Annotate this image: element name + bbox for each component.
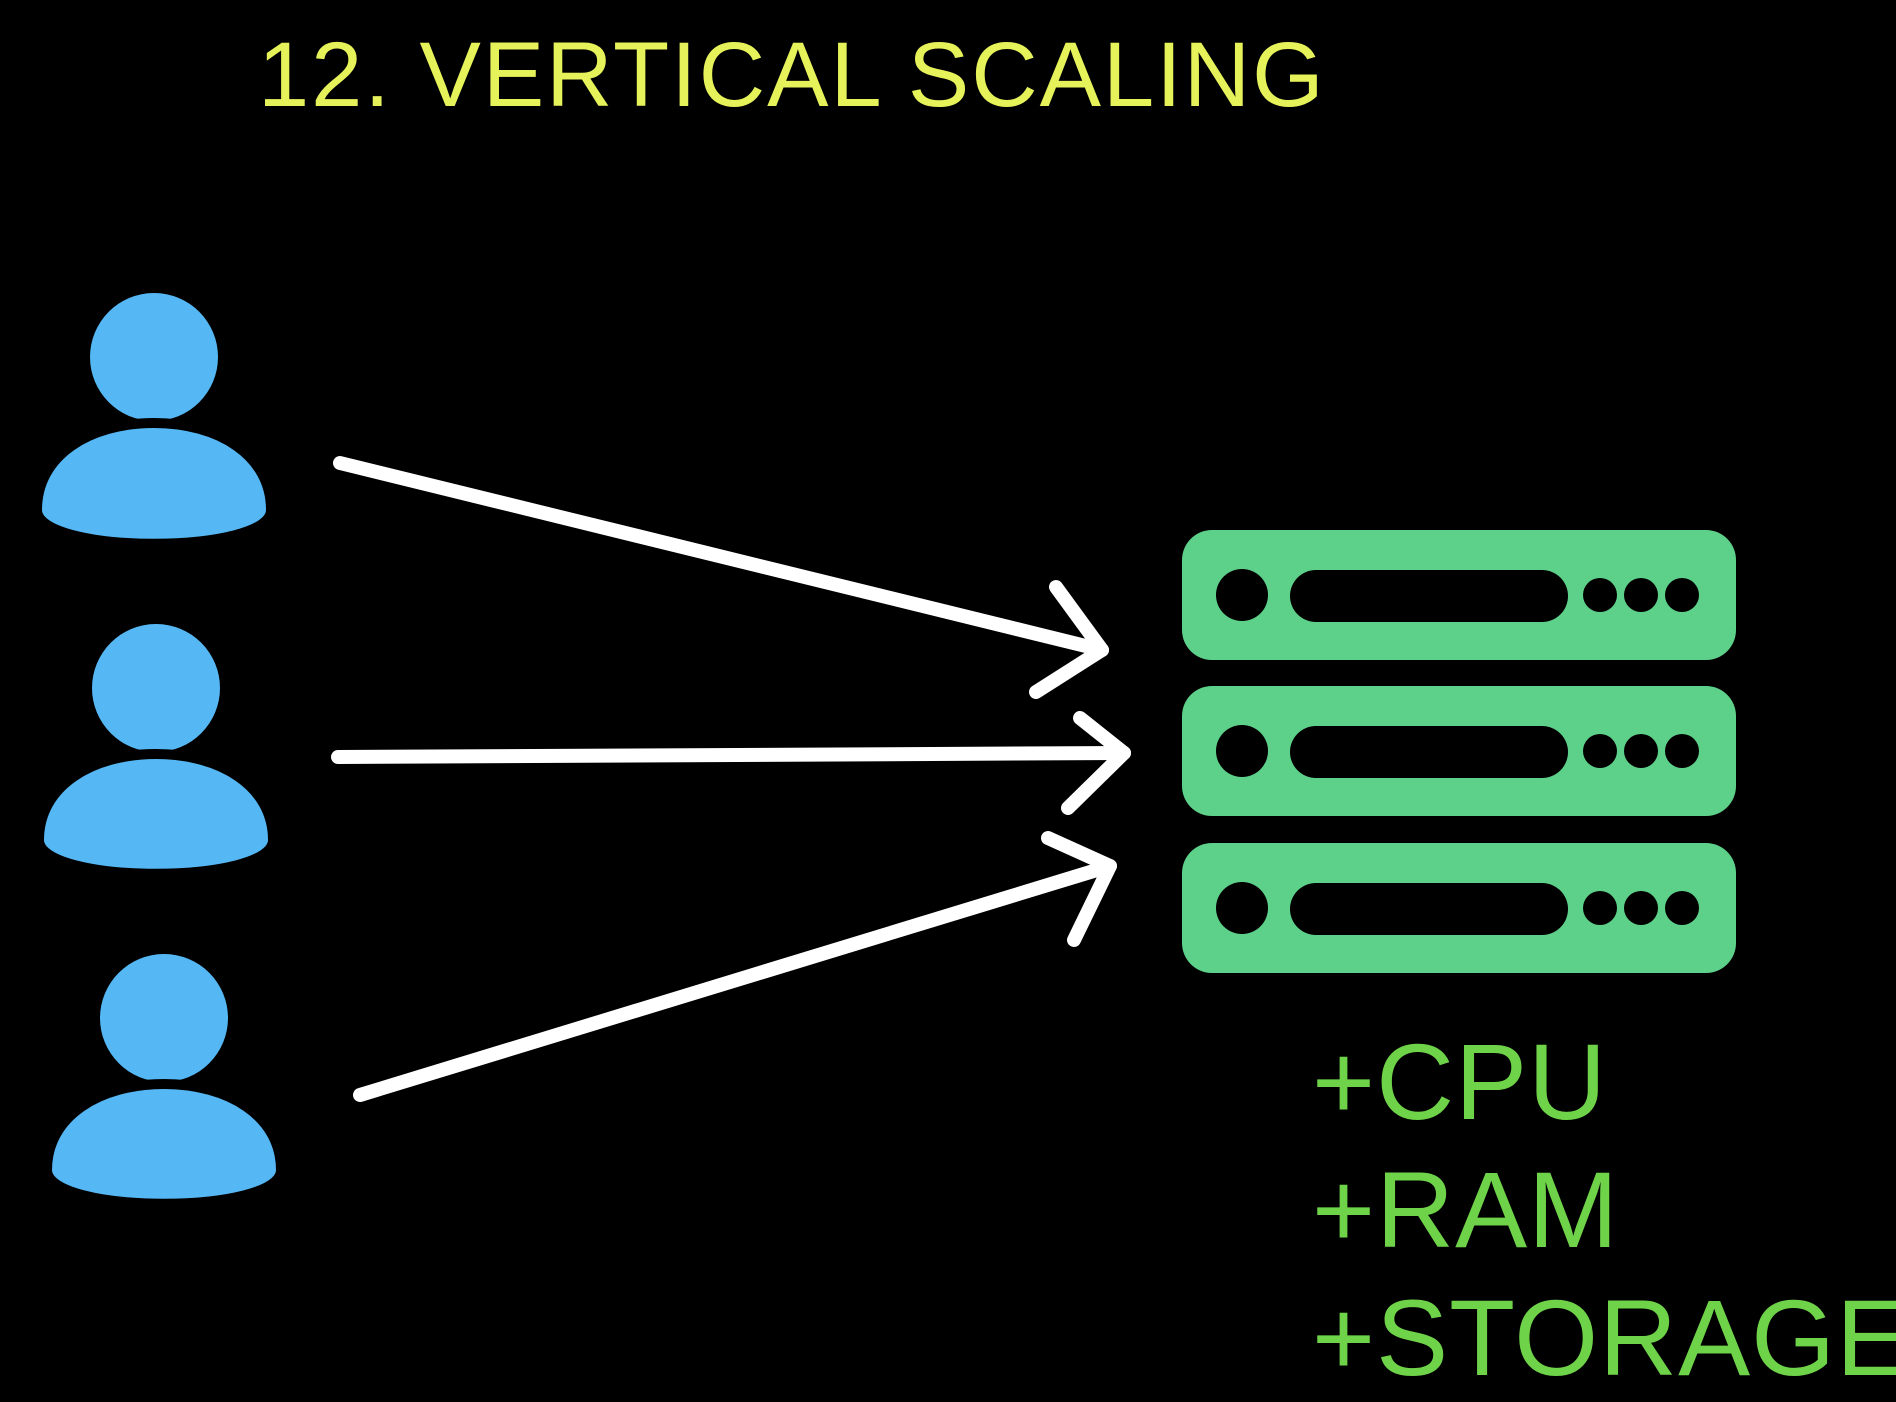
spec-list: +CPU +RAM +STORAGE	[1312, 1018, 1896, 1402]
spec-cpu: +CPU	[1312, 1021, 1608, 1142]
page-title: 12. VERTICAL SCALING	[258, 24, 1326, 126]
user-icon	[41, 954, 287, 1209]
server-rack-icon	[1182, 530, 1736, 973]
user-icon	[33, 624, 279, 879]
arrow-icon	[333, 456, 1109, 699]
server-unit	[1182, 843, 1736, 973]
spec-storage: +STORAGE	[1312, 1277, 1896, 1398]
server-unit	[1182, 686, 1736, 816]
user-icon	[31, 293, 277, 549]
server-unit	[1182, 530, 1736, 660]
arrow-icon	[331, 711, 1131, 815]
spec-ram: +RAM	[1312, 1149, 1620, 1270]
arrow-icon	[353, 831, 1117, 1102]
